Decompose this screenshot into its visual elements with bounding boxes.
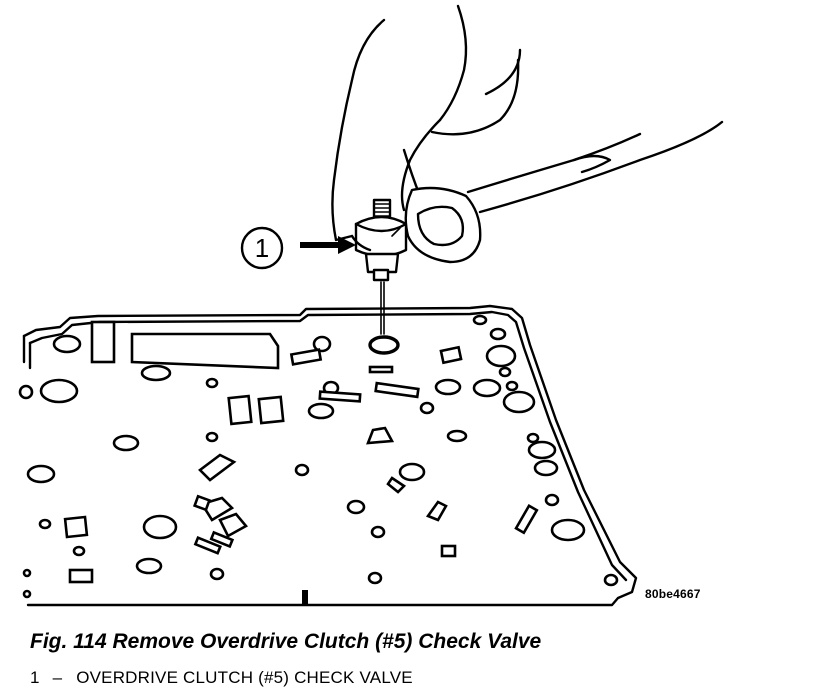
technician-hand: [331, 4, 724, 264]
figure-caption: Fig. 114 Remove Overdrive Clutch (#5) Ch…: [30, 630, 542, 653]
legend-item: 1 – OVERDRIVE CLUTCH (#5) CHECK VALVE: [30, 668, 413, 688]
figure-illustration: 1: [18, 4, 724, 607]
separator-plate: [22, 304, 638, 607]
reference-code: 80be4667: [645, 587, 701, 601]
legend-item-number: 1: [30, 668, 40, 687]
legend-item-separator: –: [52, 668, 63, 687]
callout-1: 1: [240, 226, 356, 270]
callout-number: 1: [255, 233, 269, 263]
legend: 1 – OVERDRIVE CLUTCH (#5) CHECK VALVE: [30, 668, 413, 688]
legend-item-label: OVERDRIVE CLUTCH (#5) CHECK VALVE: [76, 668, 413, 687]
check-valve: [354, 198, 408, 335]
plate-openings: [18, 314, 619, 604]
